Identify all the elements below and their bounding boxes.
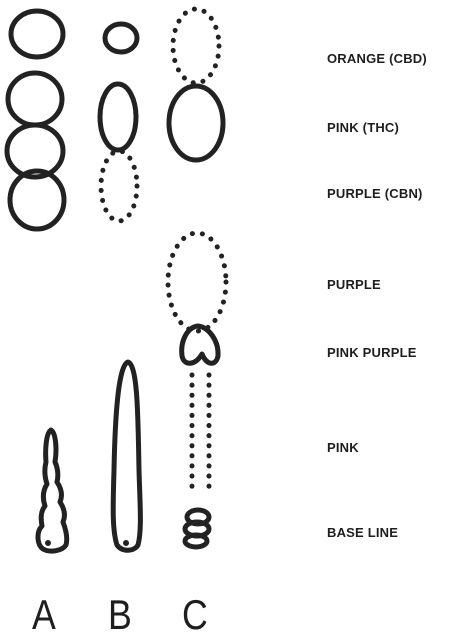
lane-b-origin-dot bbox=[123, 540, 129, 546]
lane-a-origin-dot bbox=[45, 540, 51, 546]
lane-b-spot-thc bbox=[100, 84, 136, 150]
lane-a-spot-top bbox=[11, 11, 63, 57]
band-label-purple: PURPLE bbox=[327, 277, 381, 292]
lane-a-streak bbox=[38, 430, 67, 551]
lane-c-dotted-spot-purple bbox=[168, 233, 226, 331]
lane-c-dotted-spot-orange bbox=[173, 9, 219, 83]
lane-a-spot-upper bbox=[8, 73, 62, 125]
lane-b-dotted-spot bbox=[101, 151, 137, 221]
lane-c-base-ring-3 bbox=[185, 535, 207, 547]
lane-a-spot-lower bbox=[10, 171, 64, 229]
lane-label-a: A bbox=[32, 591, 56, 639]
lane-label-b: B bbox=[108, 591, 132, 639]
band-label-base-line: BASE LINE bbox=[327, 525, 398, 540]
band-label-pink-purple: PINK PURPLE bbox=[327, 345, 417, 360]
lane-b-streak bbox=[113, 362, 140, 550]
lane-label-c: C bbox=[182, 591, 208, 639]
band-label-pink: PINK bbox=[327, 440, 359, 455]
band-label-pink-thc: PINK (THC) bbox=[327, 120, 399, 135]
band-label-purple-cbn: PURPLE (CBN) bbox=[327, 186, 423, 201]
lane-c-spot-thc bbox=[169, 86, 223, 160]
lane-b-spot-top bbox=[105, 24, 137, 52]
band-label-orange-cbd: ORANGE (CBD) bbox=[327, 51, 427, 66]
